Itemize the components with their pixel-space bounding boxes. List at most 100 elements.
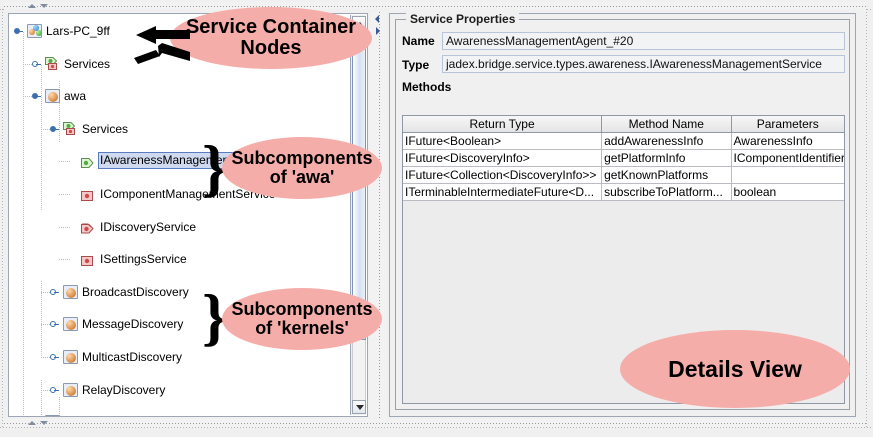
tree-guide-line xyxy=(41,380,42,416)
methods-cell[interactable]: addAwarenessInfo xyxy=(602,133,732,150)
tree-node-label[interactable]: ISettingsService xyxy=(100,252,187,267)
tree-guide-stub xyxy=(41,324,53,326)
platform-multi-icon xyxy=(45,415,60,416)
tree-node-label[interactable]: awa xyxy=(64,89,87,104)
tree-expand-handle[interactable] xyxy=(50,288,59,297)
scroll-down-arrow[interactable] xyxy=(352,400,366,414)
tree-node-label[interactable]: chat xyxy=(64,414,87,416)
tree-node[interactable]: ISettingsService xyxy=(9,251,351,267)
methods-cell[interactable]: boolean xyxy=(731,184,844,201)
methods-cell[interactable]: getKnownPlatforms xyxy=(602,167,732,184)
tree-node-label[interactable]: MulticastDiscovery xyxy=(82,350,183,364)
methods-cell[interactable]: IFuture<Boolean> xyxy=(403,133,603,150)
component-icon xyxy=(63,350,78,364)
tree-node[interactable]: RelayDiscovery xyxy=(9,382,351,398)
tree-vertical-scrollbar[interactable] xyxy=(350,15,366,415)
top-splitter[interactable] xyxy=(4,2,866,10)
splitter-collapse-left-arrow[interactable] xyxy=(375,15,379,23)
splitter-grip-dots xyxy=(4,6,866,7)
tree-node[interactable]: BroadcastDiscovery xyxy=(9,284,351,300)
tree-expand-stem xyxy=(54,357,59,358)
methods-cell[interactable]: IFuture<Collection<DiscoveryInfo>> xyxy=(403,167,603,184)
tree-node[interactable]: MulticastDiscovery xyxy=(9,349,351,365)
tree-expand-stem xyxy=(18,31,23,32)
tree-guide-stub xyxy=(59,194,71,195)
bottom-splitter[interactable] xyxy=(4,419,866,427)
tree-node[interactable]: IDiscoveryService xyxy=(9,219,351,235)
splitter-collapse-down-arrow[interactable] xyxy=(40,4,48,8)
tree-node[interactable]: Services xyxy=(9,56,351,72)
tree-expand-handle[interactable] xyxy=(32,60,41,69)
tree-node[interactable]: awa xyxy=(9,88,351,104)
annotation-service-container-nodes-text: Service Container Nodes xyxy=(185,16,357,59)
tree-guide-stub xyxy=(23,96,35,98)
tree-node-label[interactable]: Lars-PC_9ff xyxy=(46,24,110,38)
tree-node-label[interactable]: RelayDiscovery xyxy=(82,382,166,397)
services-container-icon xyxy=(45,56,60,71)
splitter-collapse-right-arrow[interactable] xyxy=(376,27,380,35)
type-field[interactable]: jadex.bridge.service.types.awareness.IAw… xyxy=(442,55,845,73)
component-icon xyxy=(63,284,78,299)
annotation-subcomponents-awa-text: Subcomponents of 'awa' xyxy=(231,148,373,187)
vertical-splitter[interactable] xyxy=(370,12,387,418)
tree-node-label[interactable]: Services xyxy=(64,56,111,71)
tree-node-label[interactable]: Services xyxy=(82,121,129,136)
methods-column-header[interactable]: Method Name xyxy=(602,116,732,133)
splitter-collapse-up-arrow[interactable] xyxy=(28,4,36,8)
methods-cell[interactable]: IComponentIdentifier xyxy=(731,151,844,167)
tree-node[interactable]: MessageDiscovery xyxy=(9,316,351,332)
vertical-splitter-grip-dots xyxy=(378,12,380,418)
tree-expand-handle[interactable] xyxy=(50,125,59,134)
frame-dots-right xyxy=(866,9,867,428)
tree-node[interactable]: Services xyxy=(9,121,351,137)
tree-node[interactable]: Lars-PC_9ff xyxy=(9,23,351,39)
tree-expand-stem xyxy=(54,324,59,326)
tree-guide-stub xyxy=(41,389,53,391)
methods-column-header[interactable]: Return Type xyxy=(403,116,603,133)
type-label: Type xyxy=(402,58,430,72)
tree-node-label[interactable]: IDiscoveryService xyxy=(100,219,197,234)
tree-node-label[interactable]: IComponentManagementService xyxy=(100,187,276,201)
methods-label: Methods xyxy=(402,80,452,94)
tree-expand-handle[interactable] xyxy=(50,320,59,329)
tree-guide-stub xyxy=(23,63,35,65)
bottom-splitter-up-arrow[interactable] xyxy=(28,421,36,425)
annotation-details-view-text: Details View xyxy=(668,355,802,382)
tree-node-label[interactable]: BroadcastDiscovery xyxy=(82,284,189,299)
methods-cell[interactable]: AwarenessInfo xyxy=(731,133,844,150)
methods-cell[interactable]: getPlatformInfo xyxy=(602,150,732,167)
tree-expand-handle[interactable] xyxy=(32,92,41,101)
frame-dots-bottom xyxy=(0,427,873,428)
tree-guide-stub xyxy=(59,259,71,261)
tree-node[interactable]: chat xyxy=(9,414,351,416)
tree-guide-stub xyxy=(59,226,71,228)
tree-expand-stem xyxy=(54,291,59,293)
table-row[interactable]: ITerminableIntermediateFuture<D...subscr… xyxy=(403,184,844,201)
methods-cell[interactable]: subscribeToPlatform... xyxy=(602,184,732,201)
service-red-icon xyxy=(81,254,94,267)
tree-node[interactable]: IComponentManagementService xyxy=(9,186,351,202)
tree-expand-handle[interactable] xyxy=(50,386,59,395)
tree-expand-handle[interactable] xyxy=(50,353,59,362)
tree-node-label[interactable]: MessageDiscovery xyxy=(82,317,184,332)
service-red-arrow-icon xyxy=(81,222,94,234)
methods-cell[interactable] xyxy=(731,167,844,184)
component-icon xyxy=(63,317,78,332)
name-field[interactable]: AwarenessManagementAgent_#20 xyxy=(442,32,845,50)
bottom-splitter-down-arrow[interactable] xyxy=(40,421,48,425)
methods-column-header[interactable]: Parameters xyxy=(731,116,844,133)
methods-cell[interactable]: IFuture<DiscoveryInfo> xyxy=(403,150,603,167)
tree-expand-handle[interactable] xyxy=(14,27,23,36)
tree-guide-line xyxy=(59,81,60,144)
tree-guide-line xyxy=(41,280,42,359)
methods-cell[interactable]: ITerminableIntermediateFuture<D... xyxy=(403,184,603,201)
table-row[interactable]: IFuture<Collection<DiscoveryInfo>>getKno… xyxy=(403,167,844,184)
